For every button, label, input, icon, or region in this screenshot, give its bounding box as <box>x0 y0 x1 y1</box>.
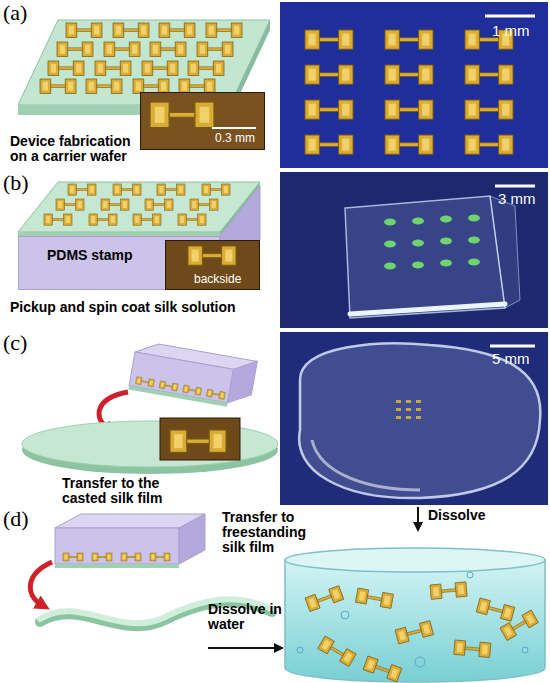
device <box>113 23 149 37</box>
device <box>104 42 140 56</box>
stamp-front <box>55 528 179 564</box>
silk-top <box>18 182 260 232</box>
device <box>89 214 117 225</box>
panel-letter: (c) <box>3 330 27 356</box>
step-caption: Transfer to freestanding silk film <box>222 510 327 555</box>
device <box>159 23 195 37</box>
panel-letter: (b) <box>3 170 29 196</box>
inset-photo: backside <box>165 240 260 290</box>
device <box>197 42 233 56</box>
step-caption: Transfer to the casted silk film <box>62 476 192 506</box>
device <box>202 184 230 195</box>
arrow-label: Dissolve in water <box>208 602 283 632</box>
device <box>66 23 102 37</box>
part-name: PDMS stamp <box>47 247 133 263</box>
stamp-side <box>179 514 205 564</box>
scale-label: 5 mm <box>492 350 530 367</box>
bubble <box>522 647 528 653</box>
bubble <box>415 657 425 667</box>
device <box>188 61 224 75</box>
device <box>142 61 178 75</box>
device <box>355 588 393 608</box>
photo-panel: 1 mm <box>280 2 548 168</box>
device <box>63 553 83 561</box>
stamp <box>55 514 205 568</box>
bubble <box>467 572 473 578</box>
device <box>454 640 491 657</box>
panel-letter: (a) <box>3 0 27 26</box>
device <box>68 184 96 195</box>
device <box>500 610 538 640</box>
step-caption: Device fabrication on a carrier wafer <box>10 134 150 164</box>
device <box>430 582 467 599</box>
scale-label: 3 mm <box>498 190 536 207</box>
device <box>170 430 226 452</box>
device <box>183 385 202 395</box>
scale-label: backside <box>194 272 241 286</box>
inset-photo: 0.3 mm <box>140 92 265 150</box>
device <box>305 586 344 612</box>
device <box>56 199 84 210</box>
water-beaker <box>285 548 545 682</box>
beaker-rim <box>285 548 545 572</box>
inset-photo <box>160 418 240 460</box>
flip-arrow <box>30 562 52 605</box>
device <box>48 61 84 75</box>
device <box>133 214 161 225</box>
device <box>150 42 186 56</box>
step-caption: Pickup and spin coat silk solution <box>10 300 280 315</box>
device <box>86 79 122 93</box>
bubble <box>341 611 349 619</box>
device <box>206 389 225 399</box>
tilted-stamp <box>128 340 257 410</box>
device <box>40 79 76 93</box>
photo-panel: 3 mm <box>280 172 548 328</box>
dissolve-arrow <box>417 507 419 524</box>
device <box>145 199 173 210</box>
device <box>92 553 112 561</box>
device <box>113 184 141 195</box>
device <box>157 184 185 195</box>
beaker-body <box>285 560 545 682</box>
silk-strip <box>128 385 227 406</box>
device <box>178 214 206 225</box>
silk-strip <box>55 564 179 568</box>
device <box>206 23 242 37</box>
device <box>44 214 72 225</box>
device <box>318 636 356 666</box>
device <box>395 621 434 644</box>
dissolve-arrow <box>208 647 276 649</box>
scale-label: 1 mm <box>492 22 530 39</box>
scale-label: 0.3 mm <box>215 131 255 145</box>
device <box>95 61 131 75</box>
stamp-with-silk <box>18 182 260 290</box>
device <box>190 199 218 210</box>
bubble <box>297 647 303 653</box>
photo-panel: 5 mm <box>280 332 548 505</box>
device <box>101 199 129 210</box>
device <box>159 381 178 391</box>
device <box>150 553 170 561</box>
device <box>476 598 515 621</box>
device <box>121 553 141 561</box>
device <box>135 377 154 387</box>
panel-letter: (d) <box>3 506 29 532</box>
device <box>363 656 402 682</box>
device <box>57 42 93 56</box>
arrow-label: Dissolve <box>428 508 486 523</box>
stamp-side <box>228 358 258 407</box>
